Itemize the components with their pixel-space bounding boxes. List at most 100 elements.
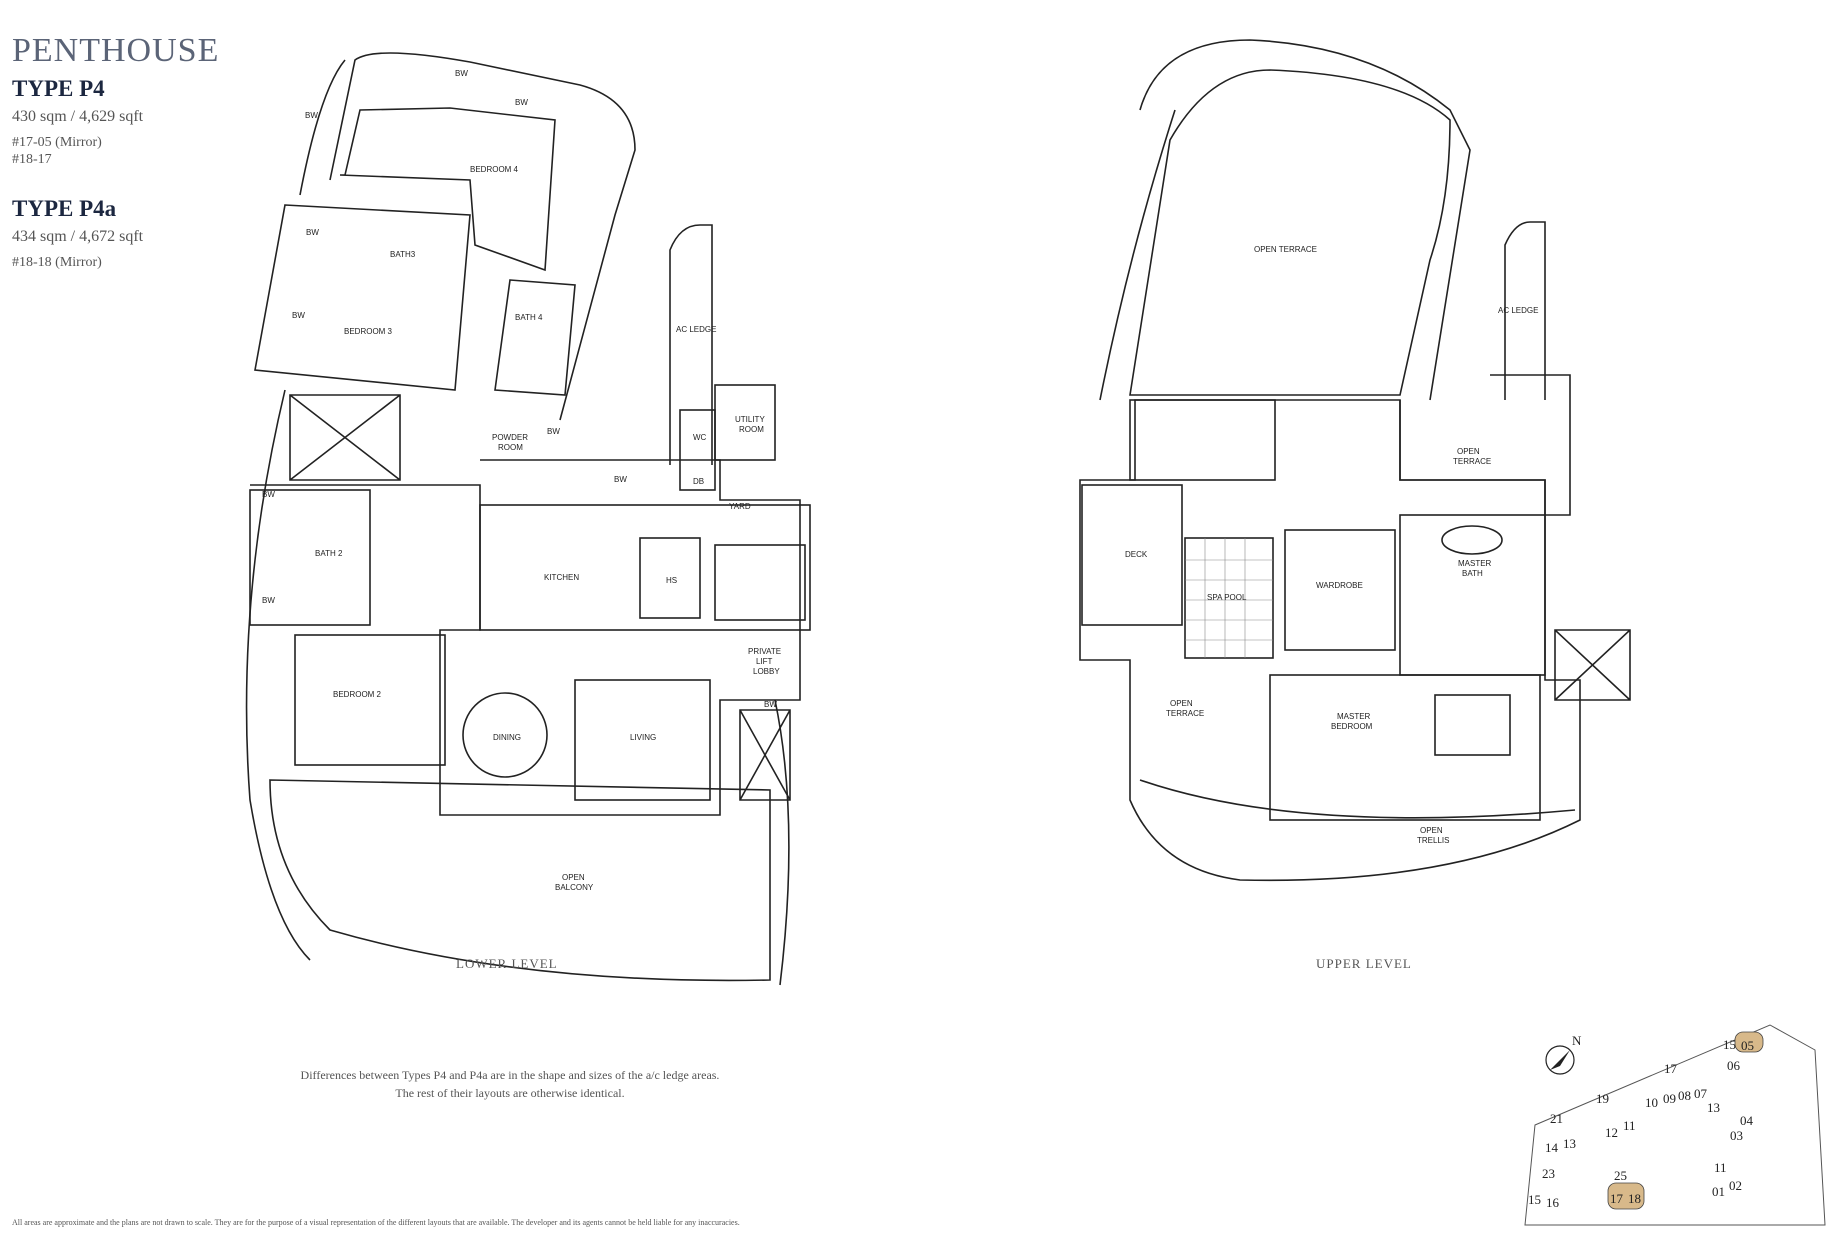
- upper-spa-pool-hatch: [1185, 538, 1273, 658]
- upper-label-master-bath: MASTER: [1458, 559, 1492, 568]
- lower-label-bath4: BATH 4: [515, 313, 543, 322]
- lower-label-kitchen: KITCHEN: [544, 573, 579, 582]
- lower-label-utility-room: ROOM: [739, 425, 764, 434]
- upper-bathtub: [1441, 525, 1503, 555]
- upper-label-open-trellis: TRELLIS: [1417, 836, 1449, 845]
- lower-bath4: [494, 279, 576, 396]
- north-arrow-icon: [1550, 1050, 1570, 1070]
- lower-label-lift-lobby: LOBBY: [753, 667, 780, 676]
- upper-trellis: [1139, 779, 1576, 819]
- lower-label-bw: BW: [306, 228, 319, 237]
- block-label: 17: [1610, 1191, 1624, 1206]
- upper-label-master-bedroom: MASTER: [1337, 712, 1371, 721]
- block-label: 13: [1563, 1136, 1576, 1151]
- upper-label-wardrobe: WARDROBE: [1316, 581, 1363, 590]
- type-p4-area: 430 sqm / 4,629 sqft: [12, 108, 144, 125]
- block-label: 04: [1740, 1113, 1754, 1128]
- lower-level-caption: LOWER LEVEL: [456, 956, 558, 971]
- lower-label-bedroom2: BEDROOM 2: [333, 690, 382, 699]
- lower-bath2: [249, 489, 371, 626]
- lower-open-balcony: [269, 779, 771, 982]
- lower-hs: [639, 537, 701, 619]
- upper-spa-pool: [1184, 537, 1274, 659]
- lower-label-bw: BW: [262, 490, 275, 499]
- upper-void: [1554, 629, 1631, 701]
- page-title: PENTHOUSE: [12, 32, 220, 69]
- upper-label-open-terrace-right: OPEN: [1457, 447, 1480, 456]
- lower-ac-ledge: [669, 224, 713, 465]
- block-label: 23: [1542, 1166, 1555, 1181]
- lower-void: [739, 709, 791, 801]
- lower-stair-void: [289, 394, 401, 481]
- lower-right-wall: [774, 699, 790, 986]
- site-boundary: [1524, 1024, 1826, 1226]
- type-p4a-heading: TYPE P4a: [12, 196, 117, 221]
- block-label: 15: [1723, 1037, 1736, 1052]
- lower-label-lift-lobby: PRIVATE: [748, 647, 781, 656]
- block-label: 06: [1727, 1058, 1741, 1073]
- upper-bed: [1434, 694, 1511, 756]
- lower-label-open-balcony: BALCONY: [555, 883, 594, 892]
- block-label: 03: [1730, 1128, 1743, 1143]
- lower-label-bw: BW: [305, 111, 318, 120]
- upper-label-master-bedroom: BEDROOM: [1331, 722, 1373, 731]
- header: PENTHOUSE TYPE P4 430 sqm / 4,629 sqft #…: [12, 32, 219, 271]
- lower-label-utility-room: UTILITY: [735, 415, 765, 424]
- block-label: 11: [1714, 1160, 1727, 1175]
- upper-label-open-terrace-left: TERRACE: [1166, 709, 1204, 718]
- lower-label-bw: BW: [614, 475, 627, 484]
- block-label: 07: [1694, 1086, 1708, 1101]
- block-label: 02: [1729, 1178, 1742, 1193]
- lower-label-bedroom3: BEDROOM 3: [344, 327, 393, 336]
- lower-label-bw: BW: [547, 427, 560, 436]
- highlighted-block-17-18: [1607, 1182, 1645, 1210]
- block-label: 16: [1546, 1195, 1560, 1210]
- lower-label-db: DB: [693, 477, 704, 486]
- type-p4a-area: 434 sqm / 4,672 sqft: [12, 228, 144, 245]
- upper-master-bedroom: [1269, 674, 1541, 821]
- upper-open-terrace-right: [1399, 374, 1571, 516]
- upper-terrace-outline: [1139, 39, 1471, 401]
- upper-label-master-bath: BATH: [1462, 569, 1483, 578]
- lower-label-bw: BW: [764, 700, 777, 709]
- upper-open-terrace: [1129, 69, 1451, 396]
- upper-wardrobe: [1284, 529, 1396, 651]
- upper-deck: [1081, 484, 1183, 626]
- upper-main-wall: [1079, 399, 1581, 882]
- lower-kitchen: [479, 504, 811, 631]
- lower-label-bath3: BATH3: [390, 250, 416, 259]
- block-label: 10: [1645, 1095, 1658, 1110]
- upper-label-ac-ledge: AC LEDGE: [1498, 306, 1538, 315]
- lower-label-living: LIVING: [630, 733, 656, 742]
- upper-master-bath: [1399, 514, 1546, 676]
- upper-ac-ledge: [1504, 221, 1546, 400]
- upper-label-spa-pool: SPA POOL: [1207, 593, 1247, 602]
- north-label: N: [1572, 1033, 1582, 1048]
- block-label: 09: [1663, 1091, 1676, 1106]
- upper-label-open-trellis: OPEN: [1420, 826, 1443, 835]
- lower-label-bw: BW: [515, 98, 528, 107]
- north-arrow-icon: [1545, 1045, 1575, 1075]
- block-label: 15: [1528, 1192, 1541, 1207]
- lower-lift: [714, 544, 806, 621]
- type-p4-unit: #18-17: [12, 152, 52, 167]
- note-line: The rest of their layouts are otherwise …: [395, 1086, 625, 1100]
- lower-label-ac-ledge: AC LEDGE: [676, 325, 716, 334]
- lower-label-wc: WC: [693, 433, 707, 442]
- lower-bedroom2: [294, 634, 446, 766]
- block-label: 21: [1550, 1111, 1563, 1126]
- upper-label-open-terrace-left: OPEN: [1170, 699, 1193, 708]
- upper-label-open-terrace-right: TERRACE: [1453, 457, 1491, 466]
- lower-label-open-balcony: OPEN: [562, 873, 585, 882]
- lower-left-wall: [245, 389, 311, 961]
- lower-dining-table: [462, 692, 548, 778]
- lower-label-bw: BW: [455, 69, 468, 78]
- type-p4-unit: #17-05 (Mirror): [12, 135, 102, 150]
- block-label: 19: [1596, 1091, 1609, 1106]
- note-line: Differences between Types P4 and P4a are…: [300, 1068, 720, 1082]
- key-plan: N 15 05 06 17 10 09 08 07 19 12 11 13 04…: [1524, 1024, 1826, 1226]
- block-label: 12: [1605, 1125, 1618, 1140]
- type-p4-heading: TYPE P4: [12, 76, 105, 101]
- lower-label-hs: HS: [666, 576, 677, 585]
